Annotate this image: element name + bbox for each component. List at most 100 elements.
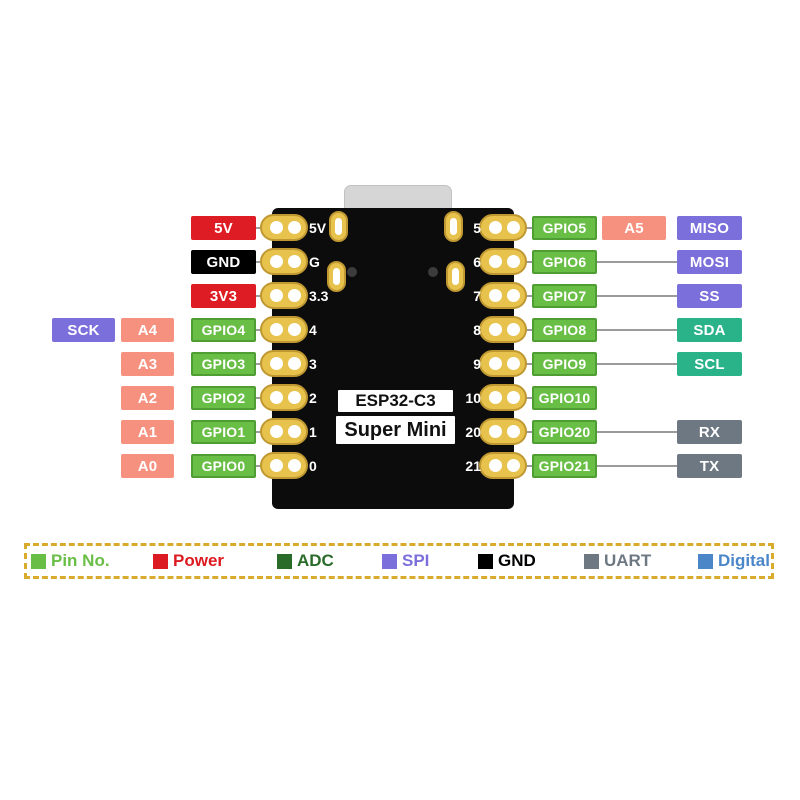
wire <box>250 397 266 399</box>
legend-swatch <box>277 553 292 569</box>
pin-pad <box>479 418 527 445</box>
wire <box>520 431 680 433</box>
legend: Pin No. Power ADC SPI GND UART Digital <box>24 543 774 579</box>
silk-label: 3.3 <box>309 288 329 304</box>
legend-label: Digital <box>718 551 770 570</box>
power-3v3-label: 3V3 <box>191 284 256 308</box>
pin-row: 5V 5V 5 GPIO5 A5 MISO <box>0 214 800 241</box>
legend-item-adc: ADC <box>277 546 334 576</box>
adc-a5-label: A5 <box>602 216 666 240</box>
spi-miso-label: MISO <box>677 216 742 240</box>
esp32-board <box>272 208 514 509</box>
silk-label: 9 <box>473 356 481 372</box>
mounting-via <box>329 211 348 242</box>
gpio6-label: GPIO6 <box>532 250 597 274</box>
wire <box>520 329 680 331</box>
legend-label: SPI <box>402 551 430 570</box>
wire <box>250 227 266 229</box>
board-button <box>347 267 357 277</box>
silk-label: 6 <box>473 254 481 270</box>
pin-pad <box>260 452 308 479</box>
silk-label: 2 <box>309 390 317 406</box>
adc-a4-label: A4 <box>121 318 174 342</box>
pin-pad <box>479 452 527 479</box>
pin-pad <box>260 316 308 343</box>
wire <box>520 397 542 399</box>
spi-mosi-label: MOSI <box>677 250 742 274</box>
gpio7-label: GPIO7 <box>532 284 597 308</box>
silk-label: 7 <box>473 288 481 304</box>
legend-label: GND <box>498 551 536 570</box>
pin-row: A3 GPIO3 3 9 GPIO9 SCL <box>0 350 800 377</box>
silk-label: 5V <box>309 220 327 236</box>
adc-a0-label: A0 <box>121 454 174 478</box>
pin-pad <box>260 418 308 445</box>
pin-pad <box>479 248 527 275</box>
pin-pad <box>479 350 527 377</box>
pin-pad <box>260 384 308 411</box>
pin-row: A0 GPIO0 0 21 GPIO21 TX <box>0 452 800 479</box>
pin-pad <box>479 214 527 241</box>
wire <box>520 227 542 229</box>
pin-row: GND G 6 GPIO6 MOSI <box>0 248 800 275</box>
wire <box>250 465 266 467</box>
legend-swatch <box>31 553 46 569</box>
spi-sck-label: SCK <box>52 318 115 342</box>
mounting-via <box>444 211 463 242</box>
legend-label: Power <box>173 551 225 570</box>
silk-label: 5 <box>473 220 481 236</box>
adc-a3-label: A3 <box>121 352 174 376</box>
spi-ss-label: SS <box>677 284 742 308</box>
silk-label: 0 <box>309 458 317 474</box>
gpio3-label: GPIO3 <box>191 352 256 376</box>
pin-pad <box>479 282 527 309</box>
pin-pad <box>260 350 308 377</box>
gnd-label: GND <box>191 250 256 274</box>
legend-label: UART <box>604 551 652 570</box>
silk-label: 20 <box>465 424 481 440</box>
gpio2-label: GPIO2 <box>191 386 256 410</box>
silk-label: 1 <box>309 424 317 440</box>
board-title-line1: ESP32-C3 <box>338 390 453 412</box>
gpio1-label: GPIO1 <box>191 420 256 444</box>
board-button <box>428 267 438 277</box>
legend-item-uart: UART <box>584 546 651 576</box>
pin-pad <box>479 384 527 411</box>
gpio8-label: GPIO8 <box>532 318 597 342</box>
legend-item-power: Power <box>153 546 224 576</box>
silk-label: G <box>309 254 320 270</box>
legend-swatch <box>478 553 493 569</box>
mounting-via <box>446 261 465 292</box>
gpio0-label: GPIO0 <box>191 454 256 478</box>
wire <box>520 363 680 365</box>
legend-swatch <box>153 553 168 569</box>
gpio20-label: GPIO20 <box>532 420 597 444</box>
legend-item-spi: SPI <box>382 546 429 576</box>
mounting-via <box>327 261 346 292</box>
pin-pad <box>479 316 527 343</box>
adc-a1-label: A1 <box>121 420 174 444</box>
legend-swatch <box>698 553 713 569</box>
wire <box>250 431 266 433</box>
wire <box>250 295 266 297</box>
pin-row: A2 GPIO2 2 10 GPIO10 <box>0 384 800 411</box>
wire <box>250 363 266 365</box>
pin-pad <box>260 214 308 241</box>
silk-label: 8 <box>473 322 481 338</box>
wire <box>250 261 266 263</box>
legend-item-pin-no: Pin No. <box>31 546 110 576</box>
legend-label: ADC <box>297 551 334 570</box>
gpio10-label: GPIO10 <box>532 386 597 410</box>
gpio21-label: GPIO21 <box>532 454 597 478</box>
wire <box>520 295 680 297</box>
pin-row: SCK A4 GPIO4 4 8 GPIO8 SDA <box>0 316 800 343</box>
board-title-line2: Super Mini <box>336 416 455 444</box>
wire <box>250 329 266 331</box>
legend-label: Pin No. <box>51 551 110 570</box>
gpio4-label: GPIO4 <box>191 318 256 342</box>
wire <box>520 465 680 467</box>
silk-label: 10 <box>465 390 481 406</box>
pin-row: 3V3 3.3 7 GPIO7 SS <box>0 282 800 309</box>
silk-label: 4 <box>309 322 317 338</box>
uart-tx-label: TX <box>677 454 742 478</box>
